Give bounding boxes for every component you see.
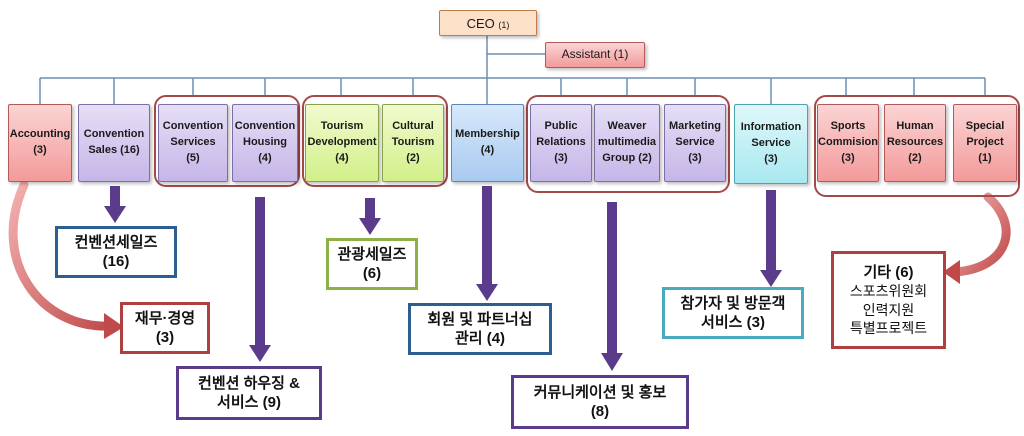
func-housing-service-title: 컨벤션 하우징 & xyxy=(198,374,300,392)
dept-cultural-tourism-name2: Tourism xyxy=(391,136,435,149)
func-other-item-special: 특별프로젝트 xyxy=(849,319,928,336)
dept-sports-commision-name1: Sports xyxy=(830,120,866,133)
dept-sports-commision-count: (3) xyxy=(841,151,855,164)
func-tourism-sales: 관광세일즈 (6) xyxy=(326,238,418,290)
dept-accounting-name: Accounting xyxy=(9,128,71,141)
group-outline-communication xyxy=(526,95,730,193)
dept-special-project-name2: Project xyxy=(966,136,1004,149)
down-arrows xyxy=(104,186,782,371)
tree-connectors xyxy=(39,36,986,104)
dept-accounting-count: (3) xyxy=(33,144,47,156)
func-communication: 커뮤니케이션 및 홍보 (8) xyxy=(511,375,689,429)
func-tourism-sales-title: 관광세일즈 xyxy=(337,245,407,263)
dept-cultural-tourism-count: (2) xyxy=(406,151,420,164)
dept-tourism-development-name1: Tourism xyxy=(320,120,364,133)
group-outline-other xyxy=(814,95,1020,197)
func-communication-count: (8) xyxy=(590,403,610,420)
func-visitor-service-count: 서비스 (3) xyxy=(701,314,765,331)
group-outline-tourism xyxy=(302,95,448,187)
curved-arrow-special xyxy=(950,192,1011,277)
dept-public-relations-name1: Public xyxy=(544,120,578,133)
ceo-count: (1) xyxy=(498,20,510,30)
func-housing-service-count: 서비스 (9) xyxy=(217,394,281,411)
dept-weaver-multimedia-count: Group (2) xyxy=(602,151,652,164)
dept-weaver-multimedia-name2: multimedia xyxy=(597,136,657,149)
func-convention-sales: 컨벤션세일즈 (16) xyxy=(55,226,177,278)
dept-special-project-name1: Special xyxy=(965,120,1005,133)
dept-tourism-development-name2: Development xyxy=(307,136,377,149)
dept-convention-services-name1: Convention xyxy=(162,120,224,133)
func-convention-sales-count: (16) xyxy=(102,253,130,270)
dept-convention-housing-count: (4) xyxy=(258,151,272,164)
func-finance: 재무·경영 (3) xyxy=(120,302,210,354)
dept-marketing-service-name2: Service xyxy=(675,136,715,149)
dept-membership-name: Membership xyxy=(455,128,520,141)
dept-tourism-development-count: (4) xyxy=(335,151,349,164)
dept-information-service-name1: Information xyxy=(740,121,802,134)
dept-information-service-name2: Service xyxy=(751,137,791,150)
func-other: 기타 (6) 스포츠위원회 인력지원 특별프로젝트 xyxy=(831,251,946,349)
func-finance-count: (3) xyxy=(155,329,175,346)
dept-convention-services-count: (5) xyxy=(186,151,200,164)
func-communication-title: 커뮤니케이션 및 홍보 xyxy=(533,383,667,401)
dept-convention-housing-name2: Housing xyxy=(243,136,287,149)
func-tourism-sales-count: (6) xyxy=(362,265,382,282)
func-member-partner-count: 관리 (4) xyxy=(454,330,506,347)
func-other-item-staffing: 인력지원 xyxy=(862,301,915,318)
ceo-box: CEO (1) xyxy=(439,10,537,36)
dept-information-service-count: (3) xyxy=(764,152,778,165)
assistant-box: Assistant (1) xyxy=(545,42,645,68)
assistant-label: Assistant (1) xyxy=(561,47,629,62)
dept-cultural-tourism-name1: Cultural xyxy=(392,120,434,133)
ceo-label: CEO xyxy=(466,16,495,31)
dept-accounting: Accounting (3) xyxy=(8,104,72,182)
dept-membership-count: (4) xyxy=(480,144,495,156)
dept-membership: Membership (4) xyxy=(451,104,524,182)
group-outline-convention xyxy=(154,95,300,187)
curved-arrowhead-accounting xyxy=(104,313,124,339)
dept-special-project-count: (1) xyxy=(978,151,992,164)
dept-public-relations-count: (3) xyxy=(554,151,568,164)
dept-convention-sales-name: Convention xyxy=(83,128,145,141)
func-member-partner-title: 회원 및 파트너십 xyxy=(427,310,533,328)
func-finance-title: 재무·경영 xyxy=(134,309,196,327)
curved-arrow-accounting xyxy=(8,180,117,331)
dept-human-resources-name1: Human xyxy=(896,120,934,133)
dept-public-relations-name2: Relations xyxy=(536,136,586,149)
dept-weaver-multimedia-name1: Weaver xyxy=(607,120,647,133)
curved-arrowhead-special xyxy=(943,260,960,284)
dept-marketing-service-count: (3) xyxy=(688,151,702,164)
dept-convention-services-name2: Services xyxy=(170,136,216,149)
dept-convention-sales-count: Sales (16) xyxy=(88,144,140,156)
func-visitor-service-title: 참가자 및 방문객 xyxy=(680,294,786,312)
dept-convention-housing-name1: Convention xyxy=(234,120,296,133)
func-convention-sales-title: 컨벤션세일즈 xyxy=(74,233,158,251)
func-other-item-sports: 스포츠위원회 xyxy=(849,283,928,300)
func-other-title: 기타 (6) xyxy=(863,263,914,281)
dept-human-resources-name2: Resources xyxy=(886,136,944,149)
dept-human-resources-count: (2) xyxy=(908,151,922,164)
func-housing-service: 컨벤션 하우징 & 서비스 (9) xyxy=(176,366,322,420)
dept-sports-commision-name2: Commision xyxy=(818,136,878,149)
dept-marketing-service-name1: Marketing xyxy=(669,120,721,133)
